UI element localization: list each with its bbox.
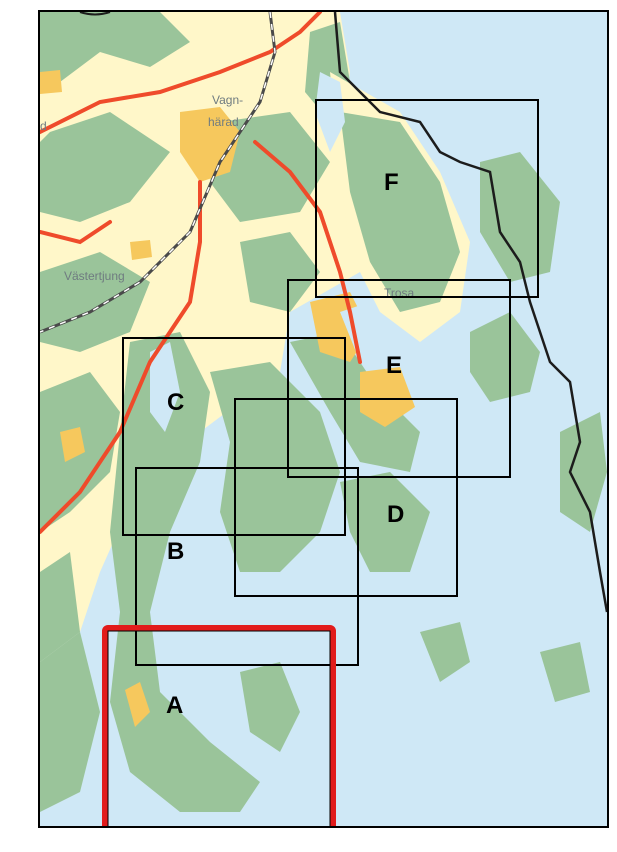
forest-area xyxy=(210,112,330,222)
forest-area xyxy=(40,112,170,222)
urban-area xyxy=(125,682,150,727)
forest-area xyxy=(340,472,430,572)
main-road xyxy=(40,220,112,245)
railway-layer xyxy=(40,12,277,334)
water-body xyxy=(315,72,345,152)
place-label-edge-fragment: d xyxy=(40,119,47,133)
place-label-vagnharad: Vagn- xyxy=(212,93,243,107)
land-layer xyxy=(40,12,607,812)
map-sheets xyxy=(102,99,539,826)
urban-area xyxy=(130,240,152,260)
sheet-a-inner-outline xyxy=(107,630,331,826)
water-body xyxy=(150,342,180,432)
urban-area xyxy=(360,367,415,427)
forest-area xyxy=(290,332,420,472)
urban-area xyxy=(40,70,62,94)
forest-area xyxy=(40,632,100,812)
county-border xyxy=(333,12,607,613)
sheet-label-c: C xyxy=(167,389,184,416)
forest-area xyxy=(240,232,320,312)
sheet-f-outline[interactable] xyxy=(315,99,539,298)
sheet-label-f: F xyxy=(384,169,399,196)
forest-area xyxy=(340,112,460,312)
sheet-e-outline[interactable] xyxy=(287,279,511,478)
main-road xyxy=(253,140,362,364)
sheet-label-b: B xyxy=(167,538,184,565)
map-frame: Vagn- härad Västertjung Trosa d F E D C … xyxy=(38,10,609,828)
sheet-a-outline[interactable] xyxy=(102,625,336,826)
sheet-label-d: D xyxy=(387,501,404,528)
urban-area xyxy=(180,107,240,182)
road-layer xyxy=(40,12,362,534)
forest-area xyxy=(560,412,607,532)
main-road xyxy=(40,180,202,534)
railway-line xyxy=(40,12,276,333)
main-road xyxy=(40,12,322,134)
sheet-label-a: A xyxy=(166,692,183,719)
urban-area xyxy=(60,427,85,462)
forest-area xyxy=(470,312,540,402)
place-label-vagnharad: härad xyxy=(208,115,239,129)
sheet-c-outline[interactable] xyxy=(122,337,346,536)
map-edge-curve xyxy=(79,12,111,16)
sheet-label-e: E xyxy=(386,352,402,379)
place-label-vastertjung: Västertjung xyxy=(64,269,125,283)
forest-area xyxy=(40,12,190,82)
forest-area xyxy=(480,152,560,282)
forest-area xyxy=(110,332,260,812)
forest-area xyxy=(420,622,470,682)
forest-area xyxy=(40,252,150,352)
forest-area xyxy=(540,642,590,702)
forest-area xyxy=(240,662,300,752)
map-canvas[interactable]: Vagn- härad Västertjung Trosa d F E D C … xyxy=(40,12,607,826)
sheet-b-outline[interactable] xyxy=(135,467,359,666)
forest-area xyxy=(40,552,80,662)
